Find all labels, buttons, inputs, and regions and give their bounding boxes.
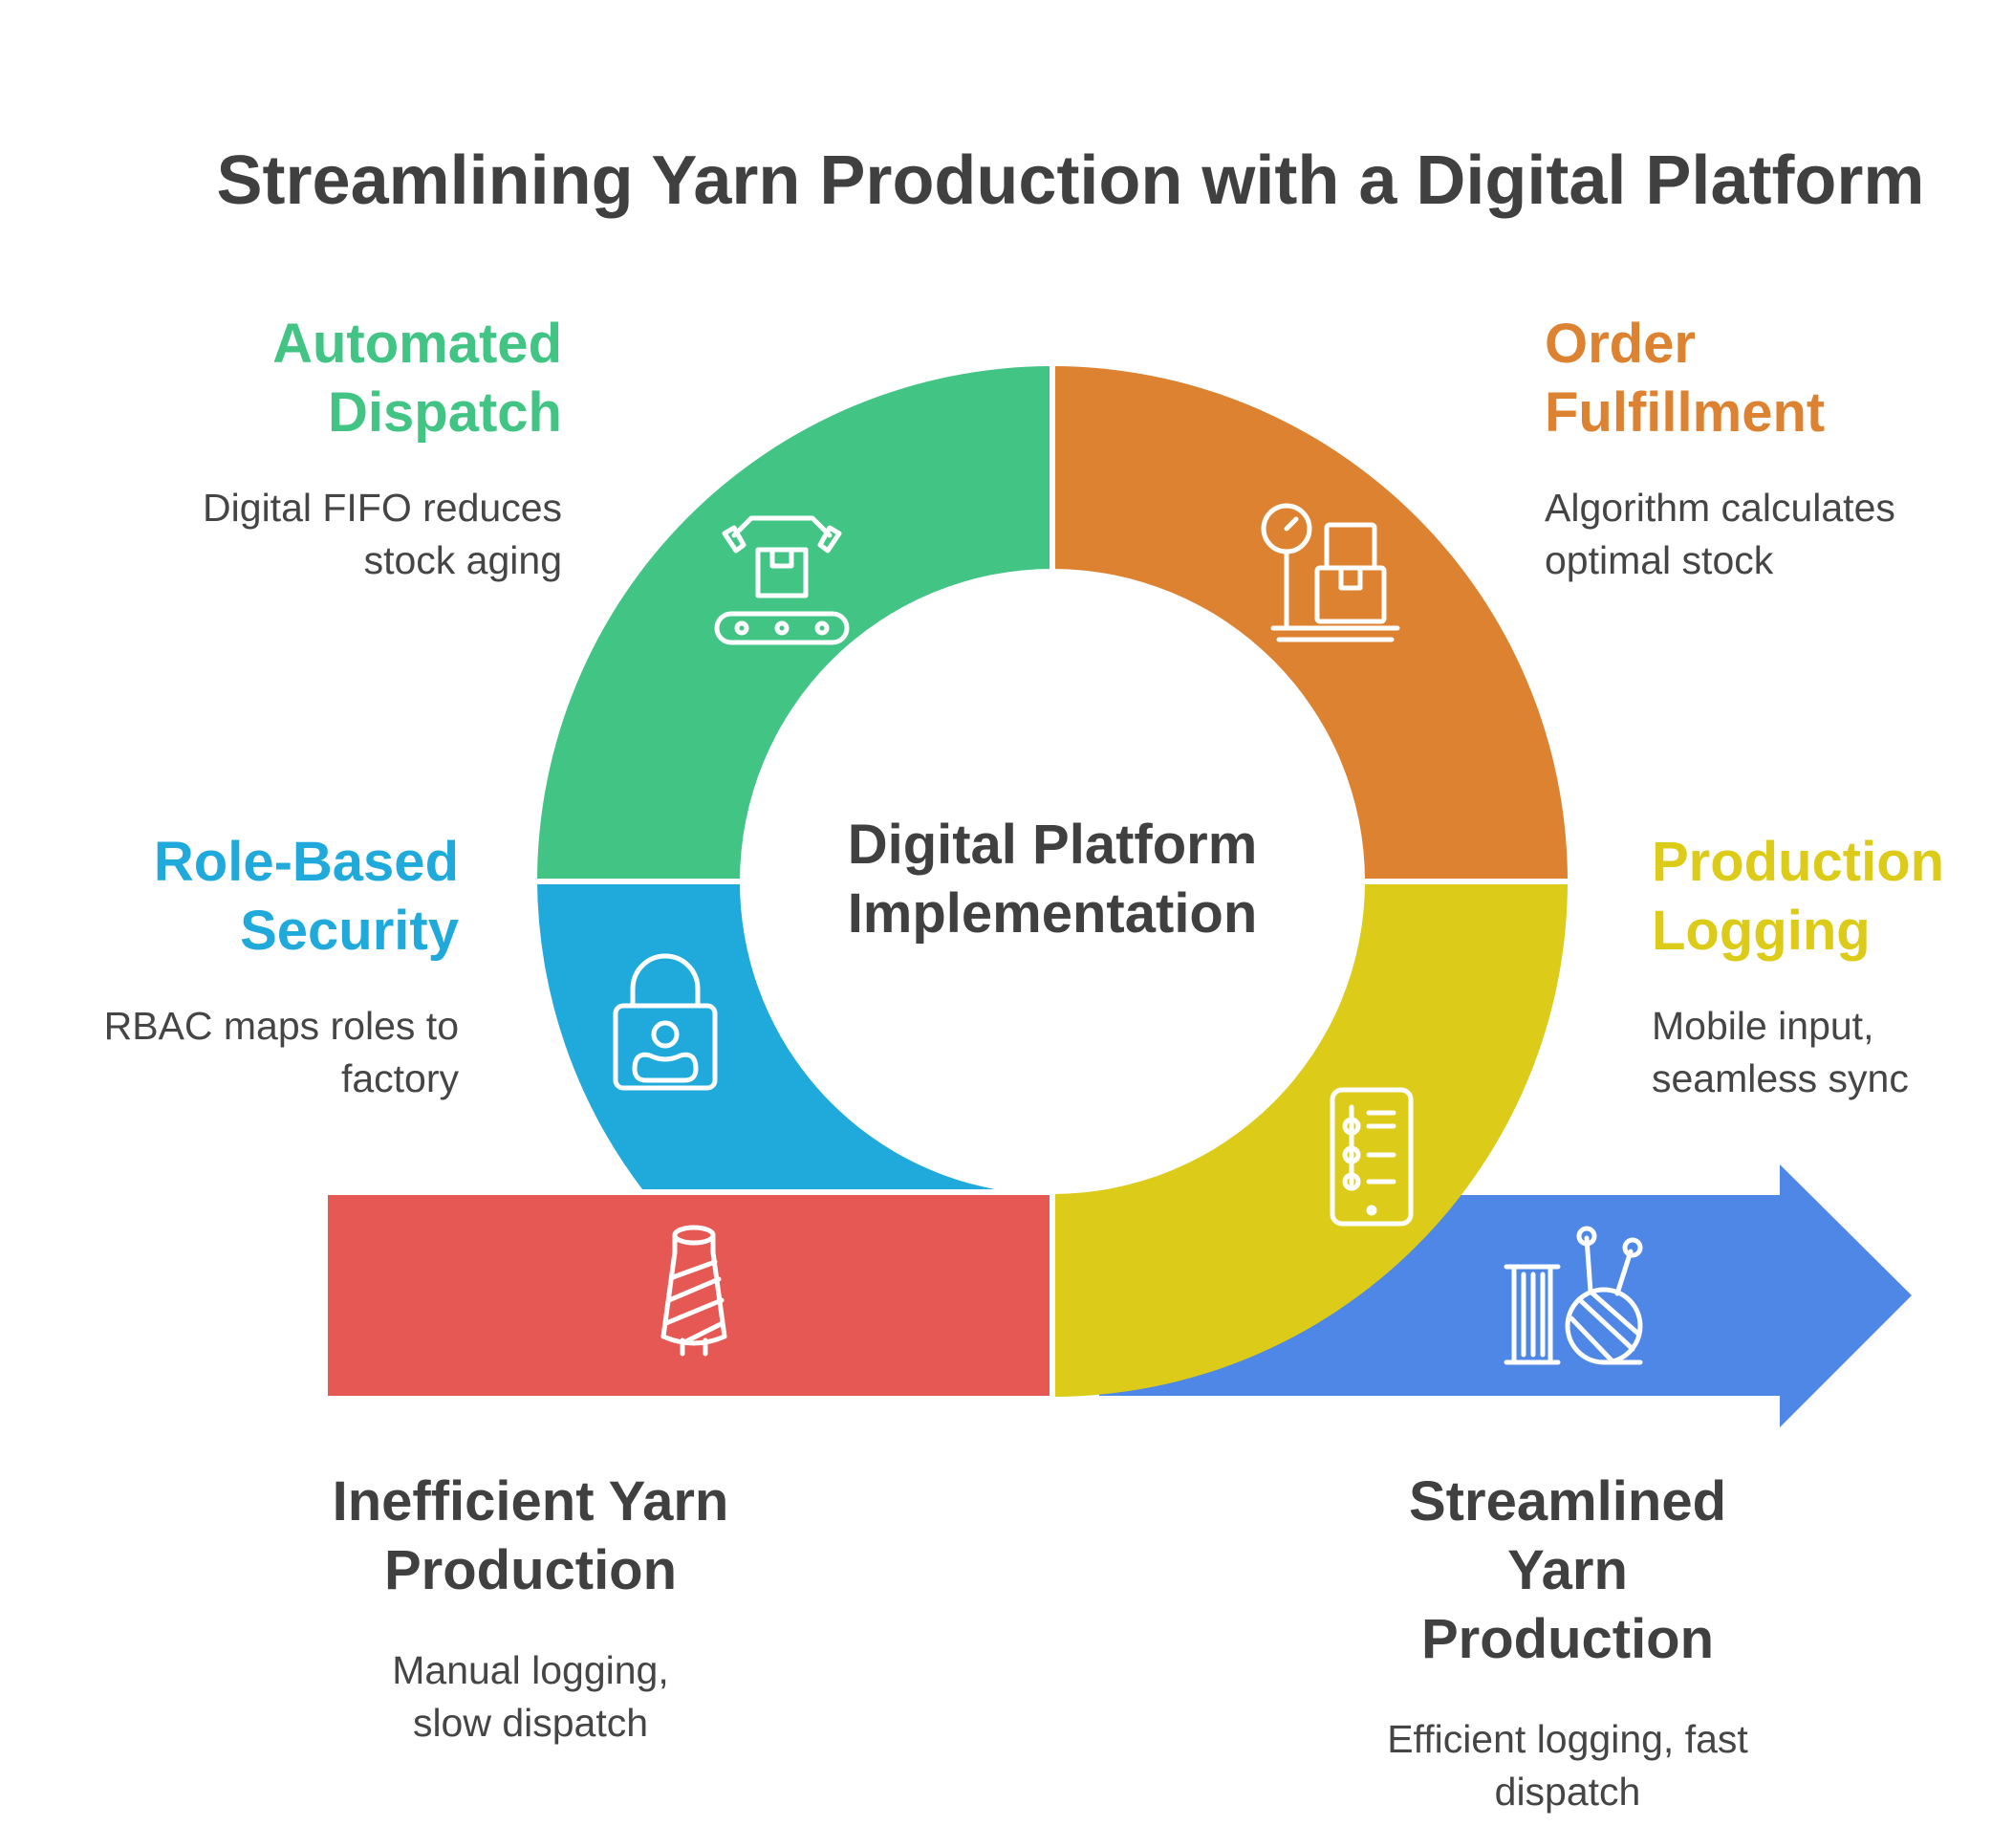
end-description: Efficient logging, fast dispatch bbox=[1387, 1717, 1748, 1814]
center-label: Digital Platform Implementation bbox=[847, 814, 1258, 945]
production-logging-heading: Production Logging bbox=[1652, 831, 1945, 962]
role-based-security-heading: Role-Based Security bbox=[153, 831, 459, 962]
yarn-cone-icon bbox=[660, 1225, 727, 1357]
scale-box-icon bbox=[1261, 503, 1400, 642]
start-heading: Inefficient Yarn Production bbox=[332, 1470, 729, 1601]
start-bar bbox=[328, 1195, 1050, 1396]
start-description: Manual logging, slow dispatch bbox=[392, 1648, 669, 1745]
automated-dispatch-description: Digital FIFO reduces stock aging bbox=[203, 486, 562, 582]
segment-production-logging bbox=[1052, 881, 1568, 1397]
padlock-user-icon bbox=[613, 953, 718, 1091]
role-based-security-description: RBAC maps roles to factory bbox=[103, 1004, 459, 1100]
segment-automated-dispatch bbox=[537, 366, 1052, 881]
end-heading: Streamlined Yarn Production bbox=[1409, 1470, 1726, 1670]
order-fulfillment-description: Algorithm calculates optimal stock bbox=[1545, 486, 1895, 582]
page-title: Streamlining Yarn Production with a Digi… bbox=[216, 142, 1925, 219]
segment-dividers bbox=[535, 363, 1569, 1400]
spool-yarn-ball-icon bbox=[1504, 1226, 1643, 1365]
production-logging-description: Mobile input, seamless sync bbox=[1652, 1004, 1909, 1100]
automated-dispatch-heading: Automated Dispatch bbox=[272, 313, 562, 444]
segment-order-fulfillment bbox=[1052, 366, 1568, 881]
mobile-checklist-icon bbox=[1330, 1087, 1414, 1227]
robot-arm-conveyor-icon bbox=[714, 515, 850, 645]
order-fulfillment-heading: Order Fulfillment bbox=[1545, 313, 1826, 444]
